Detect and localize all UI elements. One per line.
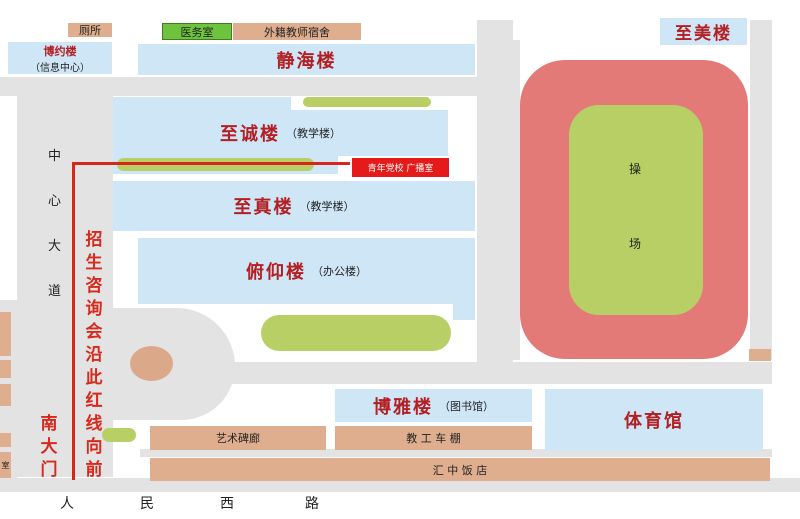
fountain-circle [130,346,173,381]
art-gallery: 艺术碑廊 [150,426,326,450]
gym-building: 体育馆 [545,389,763,451]
road-middle-horizontal [200,362,772,384]
jinghai-building: 静海楼 [138,44,475,75]
road-top [0,77,510,96]
road-center-vertical [477,20,513,365]
foreign-teacher-dorm-label: 外籍教师宿舍 [264,25,330,39]
green-strip-top [303,97,431,107]
road-bottom [0,478,800,492]
green-small [102,428,136,442]
zhizhen-building: 至真楼 （教学楼） [113,181,475,231]
main-avenue-char-4: 道 [48,284,62,299]
guide-char-6: 沿 [85,345,103,365]
guide-char-7: 此 [85,368,103,388]
toilet-label: 厕所 [79,24,101,37]
art-gallery-label: 艺术碑廊 [216,432,260,445]
zhizhen-sub-label: （教学楼） [299,200,355,213]
renmin-west-char-1: 人 [60,496,74,512]
gate-char-2: 大 [40,437,58,457]
small-tan-block [749,349,771,361]
huizhong-label: 汇 中 饭 店 [432,463,488,477]
youth-party-school: 青年党校 广播室 [352,158,449,177]
guide-char-4: 询 [85,299,103,319]
road-main-avenue [17,77,113,477]
zhicheng-sub-label: （教学楼） [286,127,341,140]
left-block-5-label: 室 [1,460,10,470]
renmin-west-char-4: 路 [305,496,319,512]
renmin-west-road-label: 人 民 西 路 [60,493,340,513]
gym-label: 体育馆 [624,411,684,432]
red-route-horizontal [72,162,350,165]
renmin-west-char-2: 民 [140,496,154,512]
guide-char-5: 会 [85,322,103,342]
road-east [510,40,520,360]
main-avenue-char-2: 心 [48,194,62,209]
left-block-3 [0,384,11,406]
road-right-edge [750,20,772,360]
main-avenue-char-3: 大 [48,239,62,254]
zhicheng-building: 至诚楼 （教学楼） [113,110,448,156]
fuyang-sub-label: （办公楼） [312,265,367,278]
guide-char-11: 前 [85,460,103,480]
zhimei-building: 至美楼 [660,18,747,45]
huizhong-restaurant: 汇 中 饭 店 [150,458,770,481]
zhizhen-label: 至真楼 [233,197,294,218]
red-route-vertical [72,162,75,480]
playground-label-2: 场 [629,237,642,251]
guide-char-1: 招 [85,230,103,250]
toilet: 厕所 [68,23,112,37]
bike-shed: 教 工 车 棚 [335,426,532,450]
fuyang-building: 俯仰楼 （办公楼） [138,238,475,304]
guide-char-8: 红 [85,391,103,411]
left-block-2 [0,360,11,378]
boyue-building: 博约楼 （信息中心） [8,42,112,74]
left-block-1 [0,312,11,356]
boyue-sub-label: （信息中心） [30,62,90,74]
zhicheng-building-top [113,97,291,111]
youth-party-label: 青年党校 广播室 [367,164,434,174]
playground-field: 操 场 [569,105,703,315]
foreign-teacher-dorm: 外籍教师宿舍 [233,23,361,40]
guide-char-10: 向 [85,437,103,457]
guide-text: 招 生 咨 询 会 沿 此 红 线 向 前 [83,229,105,482]
fuyang-annex [453,300,475,320]
road-south-strip [140,449,772,457]
guide-char-3: 咨 [85,276,103,296]
fuyang-label: 俯仰楼 [246,262,306,283]
main-avenue-char-1: 中 [48,149,62,164]
main-avenue-label: 中 心 大 道 [48,145,64,305]
bike-shed-label: 教 工 车 棚 [406,432,461,445]
zhicheng-label: 至诚楼 [220,124,280,145]
clinic-label: 医务室 [180,25,214,39]
renmin-west-char-3: 西 [220,496,234,512]
boya-label: 博雅楼 [373,396,433,418]
boyue-label: 博约楼 [43,44,77,58]
zhimei-label: 至美楼 [675,24,732,44]
left-block-4 [0,433,11,447]
gate-char-3: 门 [40,460,58,480]
south-gate-label: 南 大 门 [38,413,60,482]
green-oval [261,315,451,351]
playground-label-1: 操 [629,162,642,176]
clinic: 医务室 [162,23,232,40]
boya-sub-label: （图书馆） [439,399,494,413]
gate-char-1: 南 [40,414,58,434]
guide-char-9: 线 [85,414,103,434]
guide-char-2: 生 [85,253,103,273]
jinghai-label: 静海楼 [276,50,337,72]
boya-building: 博雅楼 （图书馆） [335,389,532,422]
left-block-5: 室 [0,452,11,478]
